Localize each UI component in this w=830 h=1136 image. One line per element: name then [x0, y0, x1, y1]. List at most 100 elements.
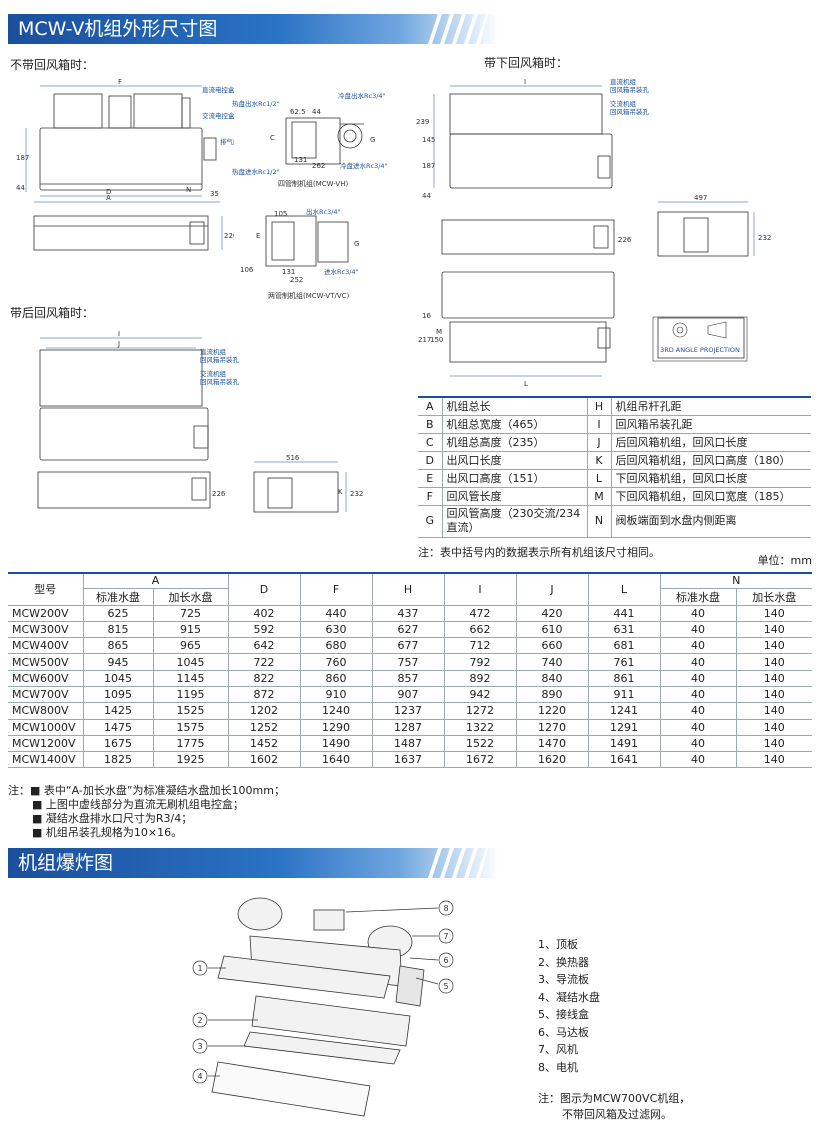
cell-j: 660: [516, 637, 589, 655]
header-L: L: [588, 572, 661, 606]
cell-f: 440: [300, 605, 373, 622]
cell-h: 437: [372, 605, 445, 622]
dim-letter-K: K: [338, 488, 343, 496]
header-A-std: 标准水盘: [83, 588, 154, 606]
cell-l: 761: [588, 653, 661, 671]
header-model: 型号: [8, 572, 84, 606]
list-item: 4、凝结水盘: [538, 990, 600, 1004]
cell-i: 1672: [444, 751, 517, 769]
header-A-ext: 加长水盘: [153, 588, 229, 606]
cell-d: 1452: [228, 735, 301, 753]
caption-four-pipe: 四管制机组(MCW-VH): [278, 179, 348, 188]
cell-n1: 40: [660, 670, 737, 687]
cell-a2: 1775: [153, 735, 229, 753]
parts-note-line: 注：图示为MCW700VC机组，: [538, 1092, 691, 1105]
cell-l: 681: [588, 637, 661, 655]
cell-n1: 40: [660, 653, 737, 671]
dim-131b: 131: [282, 268, 295, 276]
callout-2: 2: [197, 1016, 202, 1025]
dim-letter-I2: I: [118, 330, 120, 338]
dim-226c: 226: [212, 490, 226, 498]
header-A: A: [83, 572, 229, 589]
cell-model: MCW500V: [8, 653, 84, 671]
list-item: 7、风机: [538, 1043, 578, 1056]
table-notes: 注：■ 表中“A-加长水盘”为标准凝结水盘加长100mm； ■ 上图中虚线部分为…: [8, 784, 285, 840]
cell-a1: 1825: [83, 751, 154, 769]
cell-model: MCW300V: [8, 621, 84, 639]
dim-letter-A: A: [106, 194, 111, 202]
cell-f: 1640: [300, 751, 373, 769]
list-item: 6、马达板: [538, 1025, 589, 1039]
cell-d: 722: [228, 653, 301, 671]
cell-f: 1290: [300, 719, 373, 736]
cell-n1: 40: [660, 686, 737, 704]
cell-d: 822: [228, 670, 301, 687]
dim-44b: 44: [312, 108, 321, 116]
cell-a1: 1675: [83, 735, 154, 753]
dim-145: 145: [422, 136, 435, 144]
cell-l: 1241: [588, 702, 661, 720]
cell-j: 1470: [516, 735, 589, 753]
cell-n1: 40: [660, 702, 737, 720]
label-return-hole-3: 回风箱吊装孔: [200, 355, 240, 364]
cell-f: 860: [300, 670, 373, 687]
dim-62-5: 62.5: [290, 108, 306, 116]
dim-187: 187: [16, 154, 29, 162]
cell-j: 1620: [516, 751, 589, 769]
dim-letter-G2: G: [354, 240, 359, 248]
dim-letter-N: N: [186, 186, 191, 194]
dim-232b: 232: [350, 490, 363, 498]
label-dc-unit: 直流机组: [610, 77, 637, 86]
cell-n2: 140: [736, 702, 812, 720]
view-label-bottom-return: 带下回风箱时：: [484, 56, 569, 70]
cell-l: 1491: [588, 735, 661, 753]
parts-note-line: 不带回风箱及过滤网。: [562, 1108, 672, 1121]
cell-d: 592: [228, 621, 301, 639]
cell-n2: 140: [736, 751, 812, 769]
drawing-no-return-box: F D A N 187 44 35 226 直流电控盒 交流电控盒 排气阀: [14, 76, 234, 276]
cell-d: 1202: [228, 702, 301, 720]
label-out-water: 出水Rc3/4": [306, 207, 341, 216]
callout-4: 4: [197, 1072, 202, 1081]
note-line: ■ 凝结水盘排水口尺寸为R3/4；: [32, 812, 193, 825]
callout-6: 6: [443, 956, 448, 965]
cell-n2: 140: [736, 719, 812, 736]
cell-a2: 1925: [153, 751, 229, 769]
cell-l: 911: [588, 686, 661, 704]
cell-model: MCW1200V: [8, 735, 84, 753]
cell-h: 627: [372, 621, 445, 639]
cell-a1: 1095: [83, 686, 154, 704]
cell-n2: 140: [736, 637, 812, 655]
label-dc-unit-2: 直流机组: [200, 347, 227, 356]
cell-i: 792: [444, 653, 517, 671]
label-dc-box: 直流电控盒: [202, 85, 234, 94]
label-ac-box: 交流电控盒: [202, 111, 234, 120]
dim-letter-M: M: [436, 328, 442, 336]
cell-h: 1487: [372, 735, 445, 753]
list-item: 2、换热器: [538, 955, 589, 969]
dim-44c: 44: [422, 192, 431, 200]
cell-i: 892: [444, 670, 517, 687]
dim-16: 16: [422, 312, 431, 320]
dim-letter-J: J: [117, 340, 120, 348]
cell-f: 1240: [300, 702, 373, 720]
cell-d: 1252: [228, 719, 301, 736]
cell-f: 760: [300, 653, 373, 671]
dim-letter-L: L: [524, 380, 528, 388]
cell-f: 910: [300, 686, 373, 704]
view-label-no-return: 不带回风箱时：: [10, 58, 95, 72]
stripes-decoration: [428, 848, 488, 878]
dim-226: 226: [224, 232, 234, 240]
cell-h: 1637: [372, 751, 445, 769]
label-cold-out: 冷盘出水Rc3/4": [338, 91, 386, 100]
header-H: H: [372, 572, 445, 606]
dim-516: 516: [286, 454, 300, 462]
cell-h: 1237: [372, 702, 445, 720]
